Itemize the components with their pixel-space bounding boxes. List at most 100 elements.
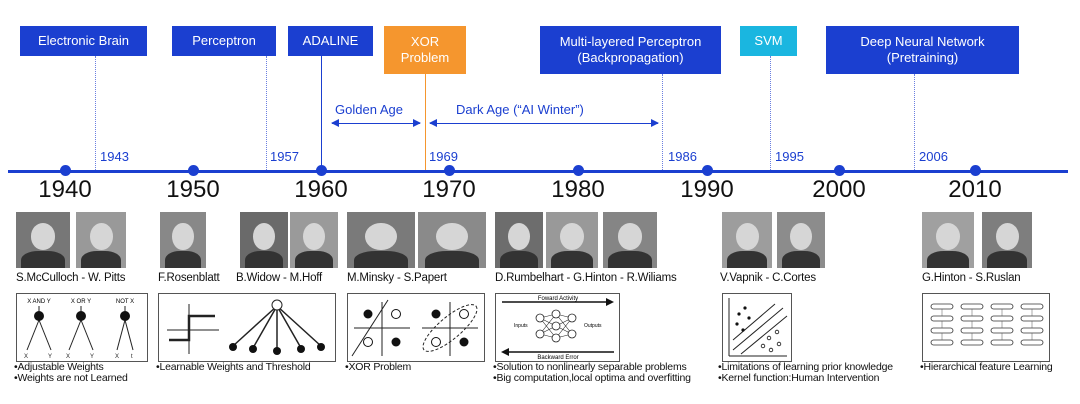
note-item: Adjustable Weights bbox=[14, 362, 128, 373]
guide-line-1943 bbox=[95, 56, 96, 170]
label-x-and-y: X AND Y bbox=[27, 299, 51, 305]
decade-1970: 1970 bbox=[422, 176, 476, 203]
timeline-dot bbox=[187, 165, 199, 176]
portrait-williams bbox=[603, 212, 657, 268]
guide-line-2006 bbox=[914, 74, 915, 170]
portrait-mcculloch bbox=[16, 212, 70, 268]
portrait-pitts bbox=[76, 212, 126, 268]
event-xor-problem-line-1: XOR bbox=[410, 34, 440, 49]
portrait-ruslan bbox=[982, 212, 1032, 268]
note-item: Hierarchical feature Learning bbox=[920, 362, 1052, 373]
timeline-dot bbox=[572, 165, 584, 176]
decade-1950: 1950 bbox=[166, 176, 220, 203]
note-item: Limitations of learning prior knowledge bbox=[718, 362, 893, 373]
event-multilayered-perceptron-line-1: Multi-layered Perceptron bbox=[559, 34, 702, 49]
researcher-names-hinton-ruslan: G.Hinton - S.Ruslan bbox=[922, 272, 1021, 284]
golden-age-label: Golden Age bbox=[335, 102, 403, 117]
portrait-rosenblatt bbox=[160, 212, 206, 268]
researcher-names-widrow-hoff: B.Widow - M.Hoff bbox=[236, 272, 323, 284]
decade-2010: 2010 bbox=[948, 176, 1002, 203]
timeline-axis bbox=[8, 170, 1068, 173]
note-item: Learnable Weights and Threshold bbox=[156, 362, 310, 373]
timeline-dot bbox=[59, 165, 71, 176]
timeline-dot bbox=[315, 165, 327, 176]
label-inputs: Inputs bbox=[514, 323, 528, 329]
year-1969: 1969 bbox=[429, 149, 458, 164]
dark-age-arrow bbox=[429, 119, 659, 127]
guide-line-1969 bbox=[425, 74, 426, 170]
guide-line-1986 bbox=[662, 74, 663, 170]
year-1943: 1943 bbox=[100, 149, 129, 164]
event-adaline: ADALINE bbox=[288, 26, 373, 56]
event-multilayered-perceptron-line-2: (Backpropagation) bbox=[577, 50, 684, 65]
perceptron-threshold-svg bbox=[167, 299, 325, 355]
researcher-names-vapnik-cortes: V.Vapnik - C.Cortes bbox=[720, 272, 816, 284]
svg-text:X: X bbox=[115, 354, 119, 360]
researcher-names-mcculloch-pitts: S.McCulloch - W. Pitts bbox=[16, 272, 126, 284]
portrait-papert bbox=[418, 212, 486, 268]
arrowhead-left bbox=[331, 119, 339, 127]
arrowhead-left bbox=[429, 119, 437, 127]
event-perceptron-line-1: Perceptron bbox=[192, 33, 256, 48]
guide-line-adaline bbox=[321, 56, 322, 170]
perceptron-threshold-diagram bbox=[158, 293, 336, 362]
researcher-names-rumelhart-hinton-williams: D.Rumbelhart - G.Hinton - R.Wiliams bbox=[495, 272, 677, 284]
svm-scatter-svg bbox=[728, 298, 788, 357]
note-item: Big computation,local optima and overfit… bbox=[493, 373, 691, 384]
guide-line-1995 bbox=[770, 56, 771, 170]
event-deep-neural-network-line-1: Deep Neural Network bbox=[860, 34, 985, 49]
note-item: Kernel function:Human Intervention bbox=[718, 373, 893, 384]
notes-hinton-ruslan: Hierarchical feature Learning bbox=[920, 362, 1052, 373]
event-deep-neural-network: Deep Neural Network (Pretraining) bbox=[826, 26, 1019, 74]
svg-text:t: t bbox=[131, 354, 133, 360]
deep-network-svg bbox=[930, 303, 1044, 346]
note-item: Solution to nonlinearly separable proble… bbox=[493, 362, 691, 373]
portrait-minsky bbox=[347, 212, 415, 268]
backpropagation-diagram: Foward Activity Backward Error Inputs Ou… bbox=[495, 293, 620, 362]
label-backward-error: Backward Error bbox=[537, 355, 578, 361]
portrait-widrow bbox=[240, 212, 288, 268]
year-1995: 1995 bbox=[775, 149, 804, 164]
svm-scatter-diagram bbox=[722, 293, 792, 362]
notes-mcculloch-pitts: Adjustable Weights Weights are not Learn… bbox=[14, 362, 128, 384]
label-outputs: Outputs bbox=[584, 323, 602, 329]
year-1986: 1986 bbox=[668, 149, 697, 164]
decade-1990: 1990 bbox=[680, 176, 734, 203]
timeline-dot bbox=[833, 165, 845, 176]
guide-line-1957 bbox=[266, 56, 267, 170]
decade-1940: 1940 bbox=[38, 176, 92, 203]
svg-text:X: X bbox=[66, 354, 70, 360]
portrait-rumelhart bbox=[495, 212, 543, 268]
arrowhead-right bbox=[651, 119, 659, 127]
event-multilayered-perceptron: Multi-layered Perceptron (Backpropagatio… bbox=[540, 26, 721, 74]
notes-rosenblatt: Learnable Weights and Threshold bbox=[156, 362, 310, 373]
dark-age-label: Dark Age (“AI Winter”) bbox=[456, 102, 584, 117]
backpropagation-svg: Foward Activity Backward Error Inputs Ou… bbox=[501, 296, 614, 361]
xor-problem-diagram bbox=[347, 293, 485, 362]
researcher-names-minsky-papert: M.Minsky - S.Papert bbox=[347, 272, 447, 284]
decade-1960: 1960 bbox=[294, 176, 348, 203]
decade-1980: 1980 bbox=[551, 176, 605, 203]
note-item: XOR Problem bbox=[345, 362, 411, 373]
year-1957: 1957 bbox=[270, 149, 299, 164]
deep-network-diagram bbox=[922, 293, 1050, 362]
label-not-x: NOT X bbox=[116, 299, 134, 305]
svg-text:Y: Y bbox=[48, 354, 52, 360]
label-x-or-y: X OR Y bbox=[71, 299, 91, 305]
notes-minsky-papert: XOR Problem bbox=[345, 362, 411, 373]
portrait-vapnik bbox=[722, 212, 772, 268]
label-forward-activity: Foward Activity bbox=[538, 296, 578, 302]
decade-2000: 2000 bbox=[812, 176, 866, 203]
event-electronic-brain-line-1: Electronic Brain bbox=[37, 33, 130, 48]
portrait-hinton-1986 bbox=[546, 212, 598, 268]
golden-age-arrow bbox=[331, 119, 421, 127]
arrowhead-right bbox=[413, 119, 421, 127]
timeline-dot bbox=[443, 165, 455, 176]
event-xor-problem: XOR Problem bbox=[384, 26, 466, 74]
notes-vapnik-cortes: Limitations of learning prior knowledge … bbox=[718, 362, 893, 384]
timeline-dot bbox=[969, 165, 981, 176]
event-electronic-brain: Electronic Brain bbox=[20, 26, 147, 56]
notes-rumelhart-hinton-williams: Solution to nonlinearly separable proble… bbox=[493, 362, 691, 384]
year-2006: 2006 bbox=[919, 149, 948, 164]
